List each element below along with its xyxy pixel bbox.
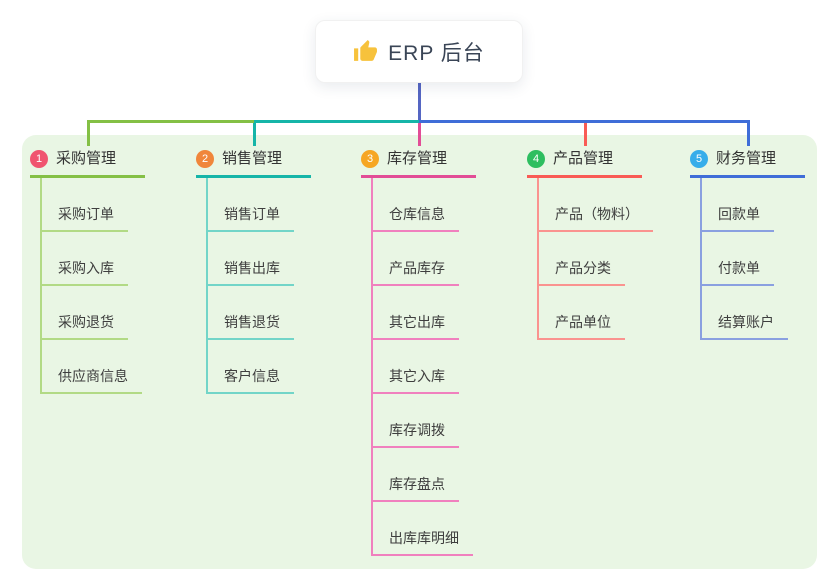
child-row: 回款单 <box>702 178 788 232</box>
branch-children: 采购订单采购入库采购退货供应商信息 <box>40 178 142 394</box>
child-node[interactable]: 其它出库 <box>373 314 459 340</box>
branch-title: 库存管理 <box>387 150 448 167</box>
child-node[interactable]: 供应商信息 <box>42 368 142 394</box>
thumbs-up-icon <box>354 40 378 61</box>
child-row: 结算账户 <box>702 286 788 340</box>
child-node[interactable]: 销售出库 <box>208 260 294 286</box>
connector-drop-2 <box>252 120 256 146</box>
child-node[interactable]: 产品分类 <box>539 260 625 286</box>
branch-title: 产品管理 <box>553 150 614 167</box>
connector-drop-4 <box>583 120 587 146</box>
child-row: 产品库存 <box>373 232 473 286</box>
child-row: 采购订单 <box>42 178 142 232</box>
branch-node-5[interactable]: 5 财务管理 <box>690 149 805 178</box>
child-node[interactable]: 其它入库 <box>373 368 459 394</box>
child-row: 出库库明细 <box>373 502 473 556</box>
child-node[interactable]: 产品（物料） <box>539 206 653 232</box>
child-node[interactable]: 采购订单 <box>42 206 128 232</box>
branch-number-badge: 2 <box>196 150 214 168</box>
connector-hsegment-1 <box>88 120 254 123</box>
child-node[interactable]: 回款单 <box>702 206 774 232</box>
root-node[interactable]: ERP 后台 <box>315 20 523 83</box>
child-row: 其它入库 <box>373 340 473 394</box>
child-row: 采购入库 <box>42 232 142 286</box>
child-node[interactable]: 付款单 <box>702 260 774 286</box>
child-node[interactable]: 采购入库 <box>42 260 128 286</box>
child-row: 产品单位 <box>539 286 653 340</box>
branch-number-badge: 3 <box>361 150 379 168</box>
connector-drop-5 <box>746 120 750 146</box>
child-row: 库存盘点 <box>373 448 473 502</box>
branch-children: 产品（物料） 产品分类产品单位 <box>537 178 653 340</box>
child-node[interactable]: 采购退货 <box>42 314 128 340</box>
branch-number-badge: 5 <box>690 150 708 168</box>
child-node[interactable]: 销售退货 <box>208 314 294 340</box>
child-node[interactable]: 结算账户 <box>702 314 788 340</box>
child-node[interactable]: 产品库存 <box>373 260 459 286</box>
child-row: 付款单 <box>702 232 788 286</box>
branch-node-4[interactable]: 4 产品管理 <box>527 149 642 178</box>
branch-children: 销售订单销售出库销售退货客户信息 <box>206 178 294 394</box>
branches-panel <box>22 135 817 569</box>
child-row: 其它出库 <box>373 286 473 340</box>
branch-children: 回款单付款单结算账户 <box>700 178 788 340</box>
branch-number-badge: 1 <box>30 150 48 168</box>
child-node[interactable]: 客户信息 <box>208 368 294 394</box>
branch-5: 5 财务管理回款单付款单结算账户 <box>690 149 805 340</box>
branch-title: 销售管理 <box>222 150 283 167</box>
branch-4: 4 产品管理产品（物料） 产品分类产品单位 <box>527 149 653 340</box>
branch-node-1[interactable]: 1 采购管理 <box>30 149 145 178</box>
branch-3: 3 库存管理仓库信息产品库存其它出库其它入库库存调拨库存盘点出库库明细 <box>361 149 476 556</box>
root-title: ERP 后台 <box>388 41 485 65</box>
child-node[interactable]: 销售订单 <box>208 206 294 232</box>
child-row: 仓库信息 <box>373 178 473 232</box>
child-row: 产品分类 <box>539 232 653 286</box>
child-row: 采购退货 <box>42 286 142 340</box>
connector-drop-3 <box>417 120 421 146</box>
child-row: 销售订单 <box>208 178 294 232</box>
branch-node-3[interactable]: 3 库存管理 <box>361 149 476 178</box>
connector-hsegment-2 <box>254 120 419 123</box>
child-node[interactable]: 库存调拨 <box>373 422 459 448</box>
child-node[interactable]: 产品单位 <box>539 314 625 340</box>
child-row: 库存调拨 <box>373 394 473 448</box>
child-row: 销售出库 <box>208 232 294 286</box>
branch-2: 2 销售管理销售订单销售出库销售退货客户信息 <box>196 149 311 394</box>
child-node[interactable]: 出库库明细 <box>373 530 473 556</box>
branch-title: 财务管理 <box>716 150 777 167</box>
connector-hsegment-3 <box>419 120 750 123</box>
branch-title: 采购管理 <box>56 150 117 167</box>
branch-number-badge: 4 <box>527 150 545 168</box>
child-row: 销售退货 <box>208 286 294 340</box>
branch-node-2[interactable]: 2 销售管理 <box>196 149 311 178</box>
child-row: 供应商信息 <box>42 340 142 394</box>
connector-root-stem <box>417 83 421 123</box>
connector-drop-1 <box>86 120 90 146</box>
child-node[interactable]: 仓库信息 <box>373 206 459 232</box>
child-row: 客户信息 <box>208 340 294 394</box>
branch-1: 1 采购管理采购订单采购入库采购退货供应商信息 <box>30 149 145 394</box>
child-node[interactable]: 库存盘点 <box>373 476 459 502</box>
branch-children: 仓库信息产品库存其它出库其它入库库存调拨库存盘点出库库明细 <box>371 178 473 556</box>
child-row: 产品（物料） <box>539 178 653 232</box>
